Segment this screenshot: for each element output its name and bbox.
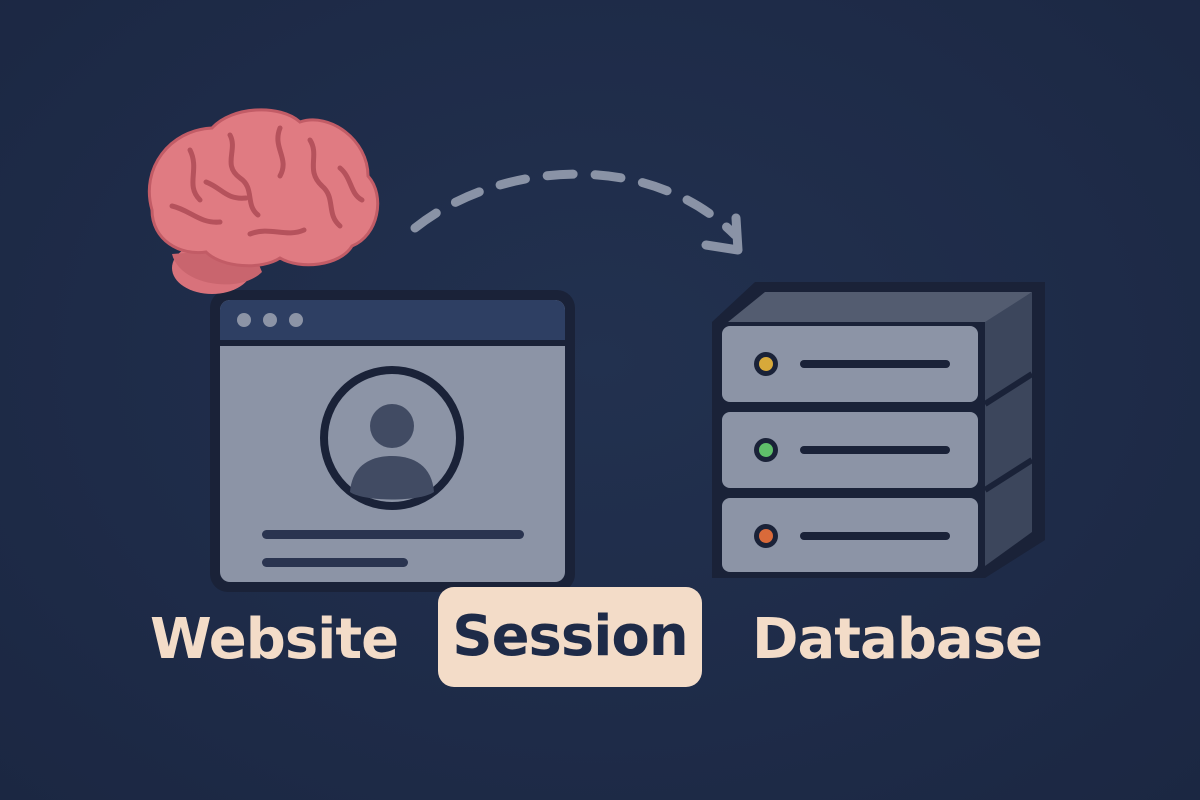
server-unit-1 bbox=[722, 326, 978, 402]
window-dots bbox=[237, 313, 303, 327]
website-label: Website bbox=[150, 607, 399, 672]
text-line bbox=[262, 558, 408, 567]
user-avatar-icon bbox=[320, 366, 464, 510]
database-label: Database bbox=[752, 607, 1043, 672]
dashed-arrow bbox=[410, 169, 743, 255]
session-badge: Session bbox=[438, 587, 702, 687]
server-stack-icon bbox=[712, 282, 1045, 578]
session-label: Session bbox=[452, 604, 689, 669]
browser-window-icon bbox=[210, 290, 575, 592]
brain-icon bbox=[147, 108, 380, 294]
server-unit-2 bbox=[722, 412, 978, 488]
server-unit-3 bbox=[722, 498, 978, 572]
text-line bbox=[262, 530, 524, 539]
